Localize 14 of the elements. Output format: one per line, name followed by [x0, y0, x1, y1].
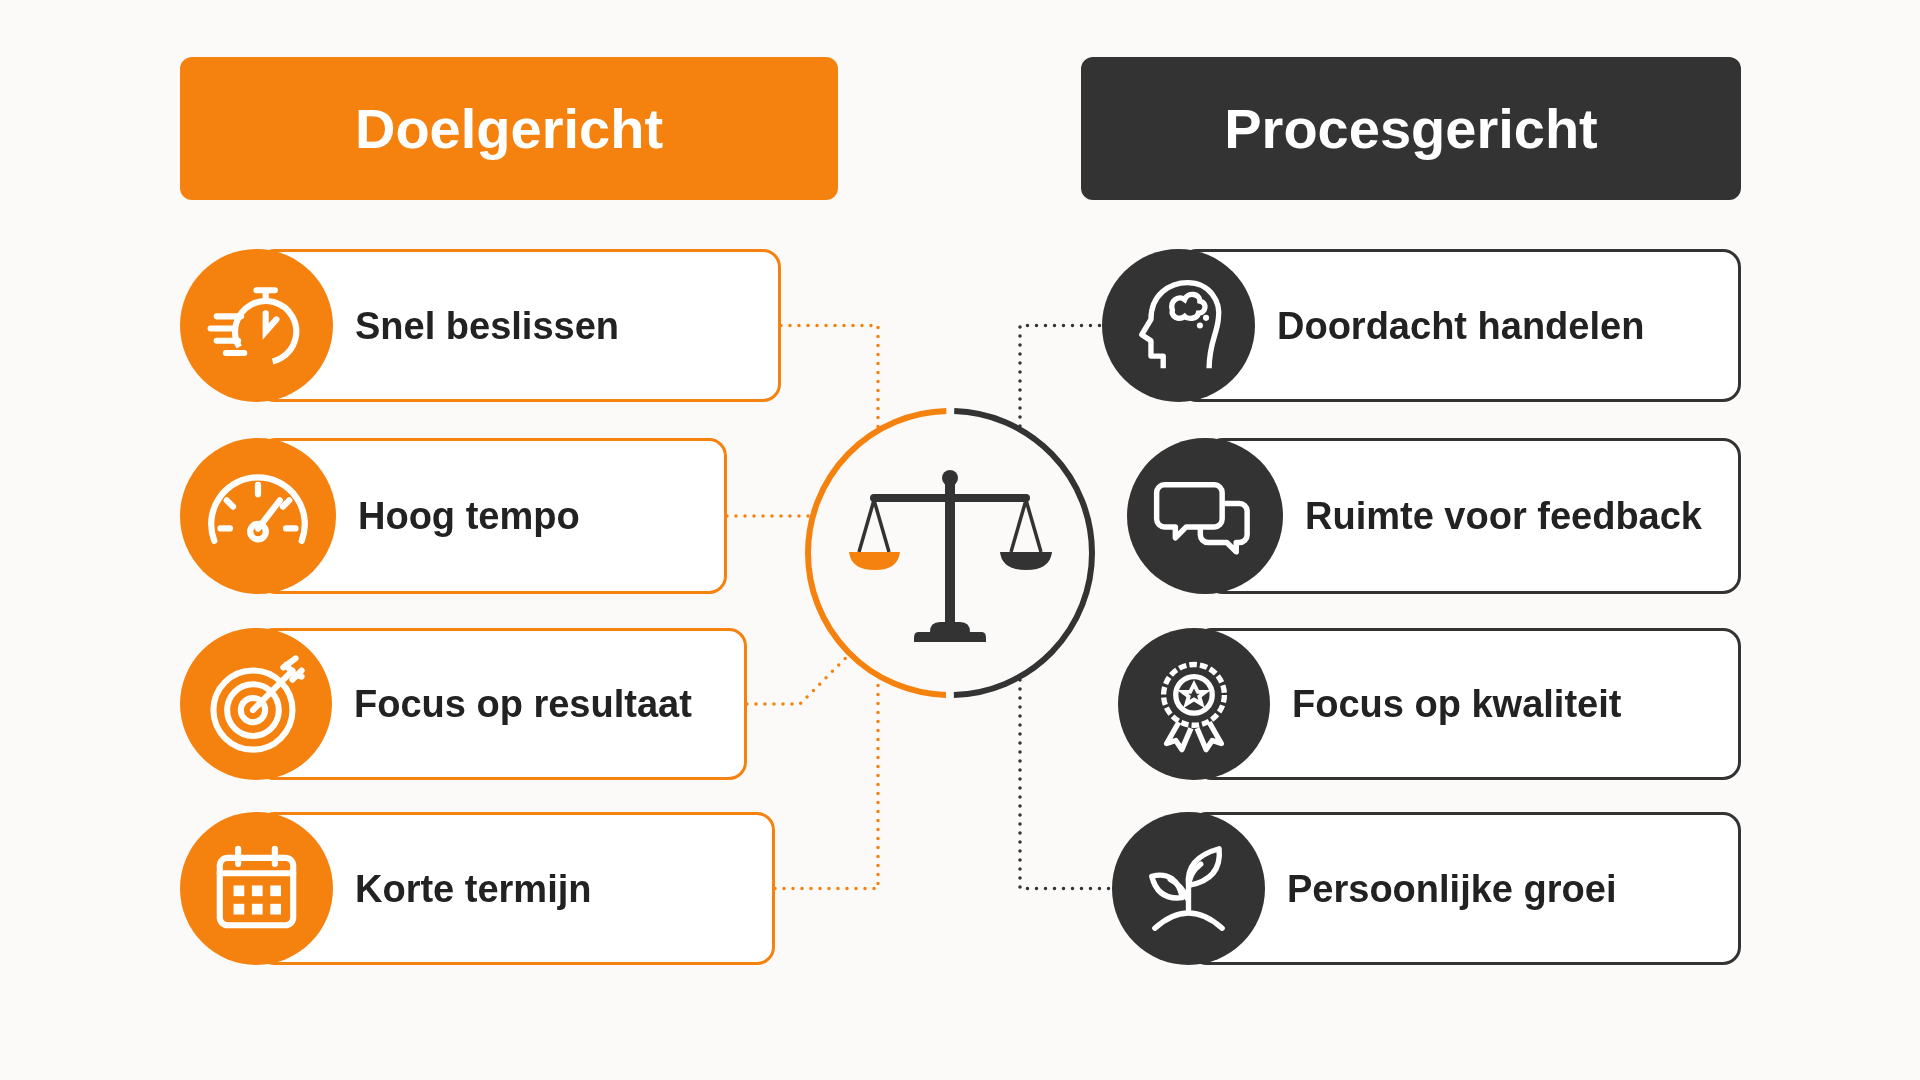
item-label: Focus op kwaliteit: [1292, 682, 1622, 726]
dotted-connector: [779, 323, 880, 429]
item-label: Doordacht handelen: [1277, 304, 1645, 347]
item-label: Korte termijn: [355, 867, 592, 910]
dotted-connector: [745, 654, 850, 706]
item-label: Persoonlijke groei: [1287, 867, 1617, 910]
item-label: Hoog tempo: [358, 494, 580, 538]
section-heading: Procesgericht: [1081, 57, 1741, 200]
item-label: Ruimte voor feedback: [1305, 494, 1702, 538]
dotted-connector: [1018, 323, 1104, 428]
item-label: Snel beslissen: [355, 304, 619, 347]
dotted-connector: [725, 514, 812, 518]
item-label: Focus op resultaat: [354, 682, 692, 726]
section-heading: Doelgericht: [180, 57, 838, 200]
